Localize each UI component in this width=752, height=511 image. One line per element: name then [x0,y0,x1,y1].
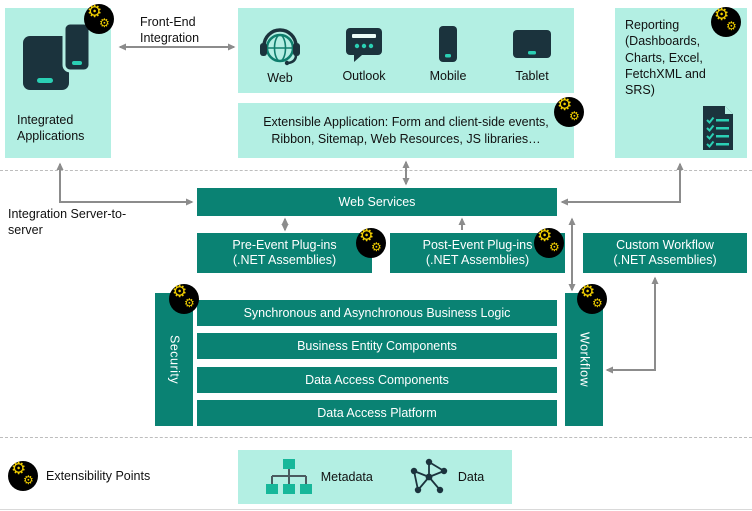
extensibility-points-label: Extensibility Points [46,469,151,483]
data-access-platform-bar: Data Access Platform [197,400,557,426]
extensibility-gear-icon: ⚙⚙ [534,227,564,258]
workflow-bar: Workflow [565,293,603,426]
web-globe-headset-icon [260,28,300,66]
clients-box: Web Outlook Mobile [238,8,574,93]
post-event-plugins-label: Post-Event Plug-ins (.NET Assemblies) [422,238,533,267]
extensibility-gear-icon: ⚙⚙ [356,227,386,258]
integration-server-to-server-label: Integration Server-to-server [8,207,127,238]
client-outlook: Outlook [322,8,406,93]
custom-workflow-box: Custom Workflow (.NET Assemblies) [583,233,747,273]
client-web-label: Web [267,71,293,85]
dashed-divider-bottom [0,437,752,438]
integrated-applications-label: Integrated Applications [17,113,85,144]
client-mobile: Mobile [406,8,490,93]
security-label: Security [167,334,182,385]
extensibility-gear-icon: ⚙⚙ [84,3,114,34]
business-entity-label: Business Entity Components [297,338,457,353]
extensibility-gear-icon: ⚙⚙ [8,460,38,491]
data-item: Data [409,457,484,497]
extensible-application-label: Extensible Application: Form and client-… [263,114,549,146]
bottom-rule [0,509,752,510]
extensible-application-box: Extensible Application: Form and client-… [238,103,574,158]
data-access-platform-label: Data Access Platform [317,405,437,420]
client-tablet-label: Tablet [515,69,549,83]
arrow-workflow-to-custom-workflow [605,276,659,374]
workflow-label: Workflow [577,331,592,388]
integrated-devices-icon [23,22,92,90]
web-services-label: Web Services [338,194,416,209]
pre-event-plugins-label: Pre-Event Plug-ins (.NET Assemblies) [232,238,337,267]
metadata-label: Metadata [320,470,373,484]
extensibility-gear-icon: ⚙⚙ [711,6,741,37]
report-document-icon [703,106,733,150]
client-outlook-label: Outlook [342,69,386,83]
client-tablet: Tablet [490,8,574,93]
extensibility-gear-icon: ⚙⚙ [577,283,607,314]
data-label: Data [457,470,485,484]
web-services-bar: Web Services [197,188,557,216]
data-network-icon [410,458,448,494]
client-web: Web [238,8,322,93]
dashed-divider-top [0,170,752,171]
data-access-components-bar: Data Access Components [197,367,557,393]
extensibility-gear-icon: ⚙⚙ [169,283,199,314]
tablet-icon [513,30,551,58]
client-mobile-label: Mobile [429,69,467,83]
metadata-item: Metadata [265,457,373,497]
metadata-data-box: Metadata [238,450,512,504]
business-logic-bar: Synchronous and Asynchronous Business Lo… [197,300,557,326]
business-logic-label: Synchronous and Asynchronous Business Lo… [243,305,511,320]
custom-workflow-label: Custom Workflow (.NET Assemblies) [613,238,717,267]
metadata-sitemap-icon [265,459,312,494]
business-entity-bar: Business Entity Components [197,333,557,359]
data-access-components-label: Data Access Components [305,372,449,387]
mobile-phone-icon [439,26,457,62]
pre-event-plugins-box: Pre-Event Plug-ins (.NET Assemblies) [197,233,372,273]
outlook-window-icon [346,28,382,62]
reporting-label: Reporting (Dashboards, Charts, Excel, Fe… [625,18,706,97]
front-end-integration-label: Front-End Integration [140,15,200,46]
extensibility-gear-icon: ⚙⚙ [554,96,584,127]
security-bar: Security [155,293,193,426]
